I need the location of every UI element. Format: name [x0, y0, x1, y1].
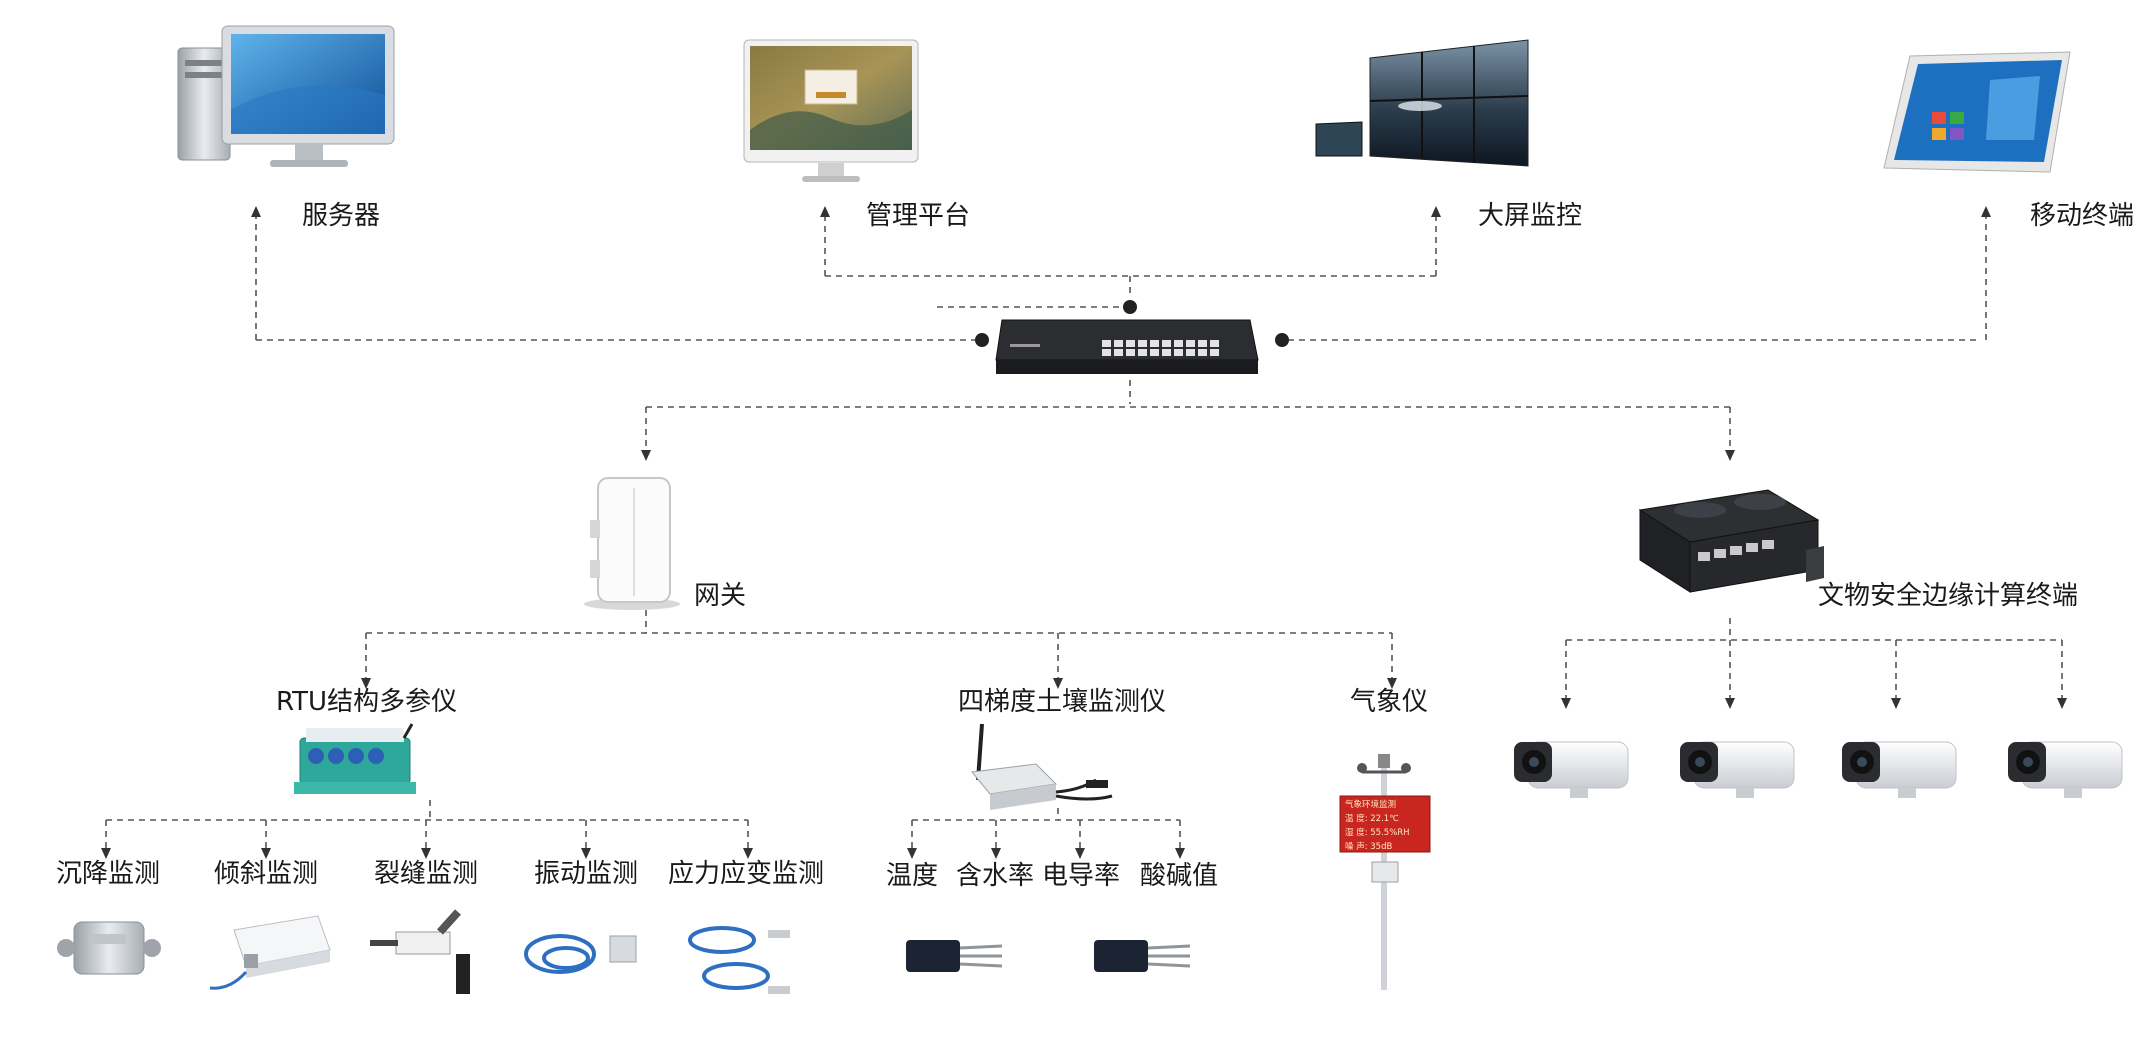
soil-monitor-device-icon [971, 723, 1113, 810]
camera-4-icon [2008, 741, 2123, 798]
tilt-sensor-icon [209, 915, 331, 990]
connector-lines [105, 212, 2063, 850]
vibration-label: 振动监测 [534, 859, 638, 889]
arrowheads [101, 206, 2067, 859]
soil-probe-2-icon [1094, 940, 1191, 972]
gateway-icon [584, 477, 680, 610]
stress-strain-label: 应力应变监测 [668, 859, 824, 889]
camera-1-icon [1514, 741, 1629, 798]
rtu-device-icon [294, 723, 416, 794]
edge-computing-terminal-icon [1638, 489, 1824, 593]
weather-display-line-3: 湿 度: 55.5%RH [1345, 827, 1410, 838]
tilt-label: 倾斜监测 [214, 859, 318, 889]
weather-station-title: 气象仪 [1350, 687, 1428, 717]
weather-station-icon [1339, 754, 1431, 990]
tablet-icon [1883, 51, 2071, 173]
vibration-sensor-icon [524, 934, 637, 974]
video-wall-icon [1315, 39, 1529, 167]
weather-display-line-1: 气象环境监测 [1345, 799, 1396, 810]
soil-monitor-title: 四梯度土壤监测仪 [958, 687, 1166, 717]
crack-label: 裂缝监测 [374, 859, 478, 889]
crack-sensor-icon [370, 909, 470, 994]
conductivity-label: 电导率 [1042, 861, 1120, 891]
stress-strain-sensor-icon [688, 926, 790, 994]
weather-display-line-2: 温 度: 22.1℃ [1345, 813, 1399, 824]
network-switch-icon [995, 319, 1259, 374]
settlement-label: 沉降监测 [56, 859, 160, 889]
edge-terminal-label: 文物安全边缘计算终端 [1818, 581, 2078, 611]
moisture-label: 含水率 [956, 861, 1034, 891]
rtu-title: RTU结构多参仪 [276, 687, 457, 717]
camera-2-icon [1680, 741, 1795, 798]
server-icon [177, 25, 395, 167]
ph-label: 酸碱值 [1140, 861, 1218, 891]
junction-dots [975, 300, 1289, 347]
temperature-label: 温度 [886, 861, 938, 891]
gateway-label: 网关 [694, 581, 746, 611]
management-platform-label: 管理平台 [866, 201, 970, 231]
server-label: 服务器 [302, 201, 380, 231]
big-screen-label: 大屏监控 [1478, 201, 1582, 231]
mobile-terminal-label: 移动终端 [2030, 201, 2134, 231]
management-platform-icon [743, 39, 919, 182]
settlement-sensor-icon [57, 921, 161, 975]
soil-probe-1-icon [906, 940, 1003, 972]
weather-display-line-4: 噪 声: 35dB [1345, 841, 1392, 852]
camera-3-icon [1842, 741, 1957, 798]
